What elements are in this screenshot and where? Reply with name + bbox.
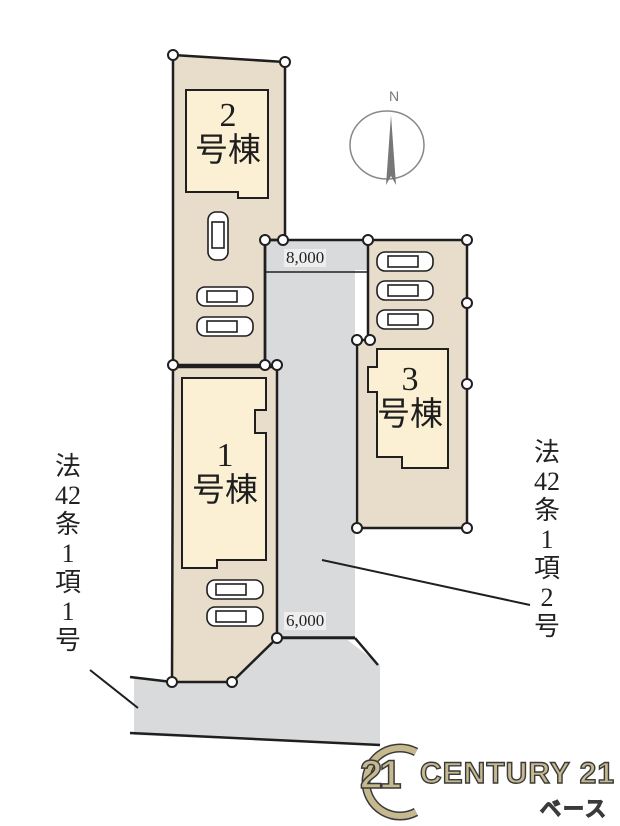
dimension-8000: 8,000 — [284, 248, 327, 267]
car-icon — [376, 251, 434, 272]
road-label-char: 2 — [540, 583, 554, 612]
building-1-number: 1 — [216, 437, 234, 474]
building-3-footprint — [367, 348, 449, 469]
car-icon — [196, 286, 254, 307]
road-label-char: 42 — [534, 467, 560, 496]
building-2-label: 2 号棟 — [190, 98, 266, 168]
car-icon — [207, 211, 229, 261]
road-label-char: 法 — [533, 438, 560, 467]
building-3-label: 3 号棟 — [372, 362, 448, 432]
century21-logo: 21 CENTURY 21 ベース — [344, 737, 620, 826]
car-icon — [196, 316, 254, 337]
road-label-char: 条 — [54, 510, 81, 539]
leader-line-right — [321, 559, 531, 606]
car-icon — [206, 579, 264, 600]
car-icon — [376, 280, 434, 301]
car-icon — [376, 309, 434, 330]
road-edge-bottom — [129, 731, 381, 747]
road-label-char: 1 — [540, 525, 554, 554]
logo-branch: ベース — [539, 796, 608, 821]
road-label-char: 号 — [54, 626, 81, 655]
road-edge-right-bevel — [354, 637, 379, 666]
logo-mark-number: 21 — [359, 752, 402, 798]
road-label-char: 号 — [533, 612, 560, 641]
building-1-footprint — [181, 377, 267, 569]
logo-brand: CENTURY 21 — [419, 756, 616, 790]
building-1-kind: 号棟 — [192, 472, 258, 509]
road-label-char: 条 — [533, 496, 560, 525]
building-1-label: 1 号棟 — [185, 438, 265, 508]
building-3-kind: 号棟 — [377, 396, 443, 433]
boundary-markers — [166, 49, 473, 688]
road-label-char: 42 — [55, 481, 81, 510]
building-3-number: 3 — [401, 361, 419, 398]
building-2-number: 2 — [219, 97, 237, 134]
building-2-footprint — [185, 89, 269, 199]
leader-line-left — [89, 669, 139, 709]
road-label-char: 1 — [61, 539, 75, 568]
dimension-6000: 6,000 — [284, 611, 327, 630]
public-road — [134, 638, 380, 745]
road-label-char: 法 — [54, 452, 81, 481]
century21-logo-mark — [361, 743, 419, 821]
north-arrow-icon — [349, 110, 425, 185]
road-label-char: 1 — [61, 597, 75, 626]
road-edge-top-left — [129, 675, 173, 684]
building-2-kind: 号棟 — [195, 132, 261, 169]
road-label-left: 法 42 条 1 項 1 号 — [52, 452, 84, 655]
car-icon — [206, 606, 264, 627]
road-label-char: 項 — [54, 568, 81, 597]
north-label: N — [389, 88, 400, 104]
road-label-right: 法 42 条 1 項 2 号 — [531, 438, 563, 641]
private-road — [265, 240, 368, 640]
road-label-char: 項 — [533, 554, 560, 583]
